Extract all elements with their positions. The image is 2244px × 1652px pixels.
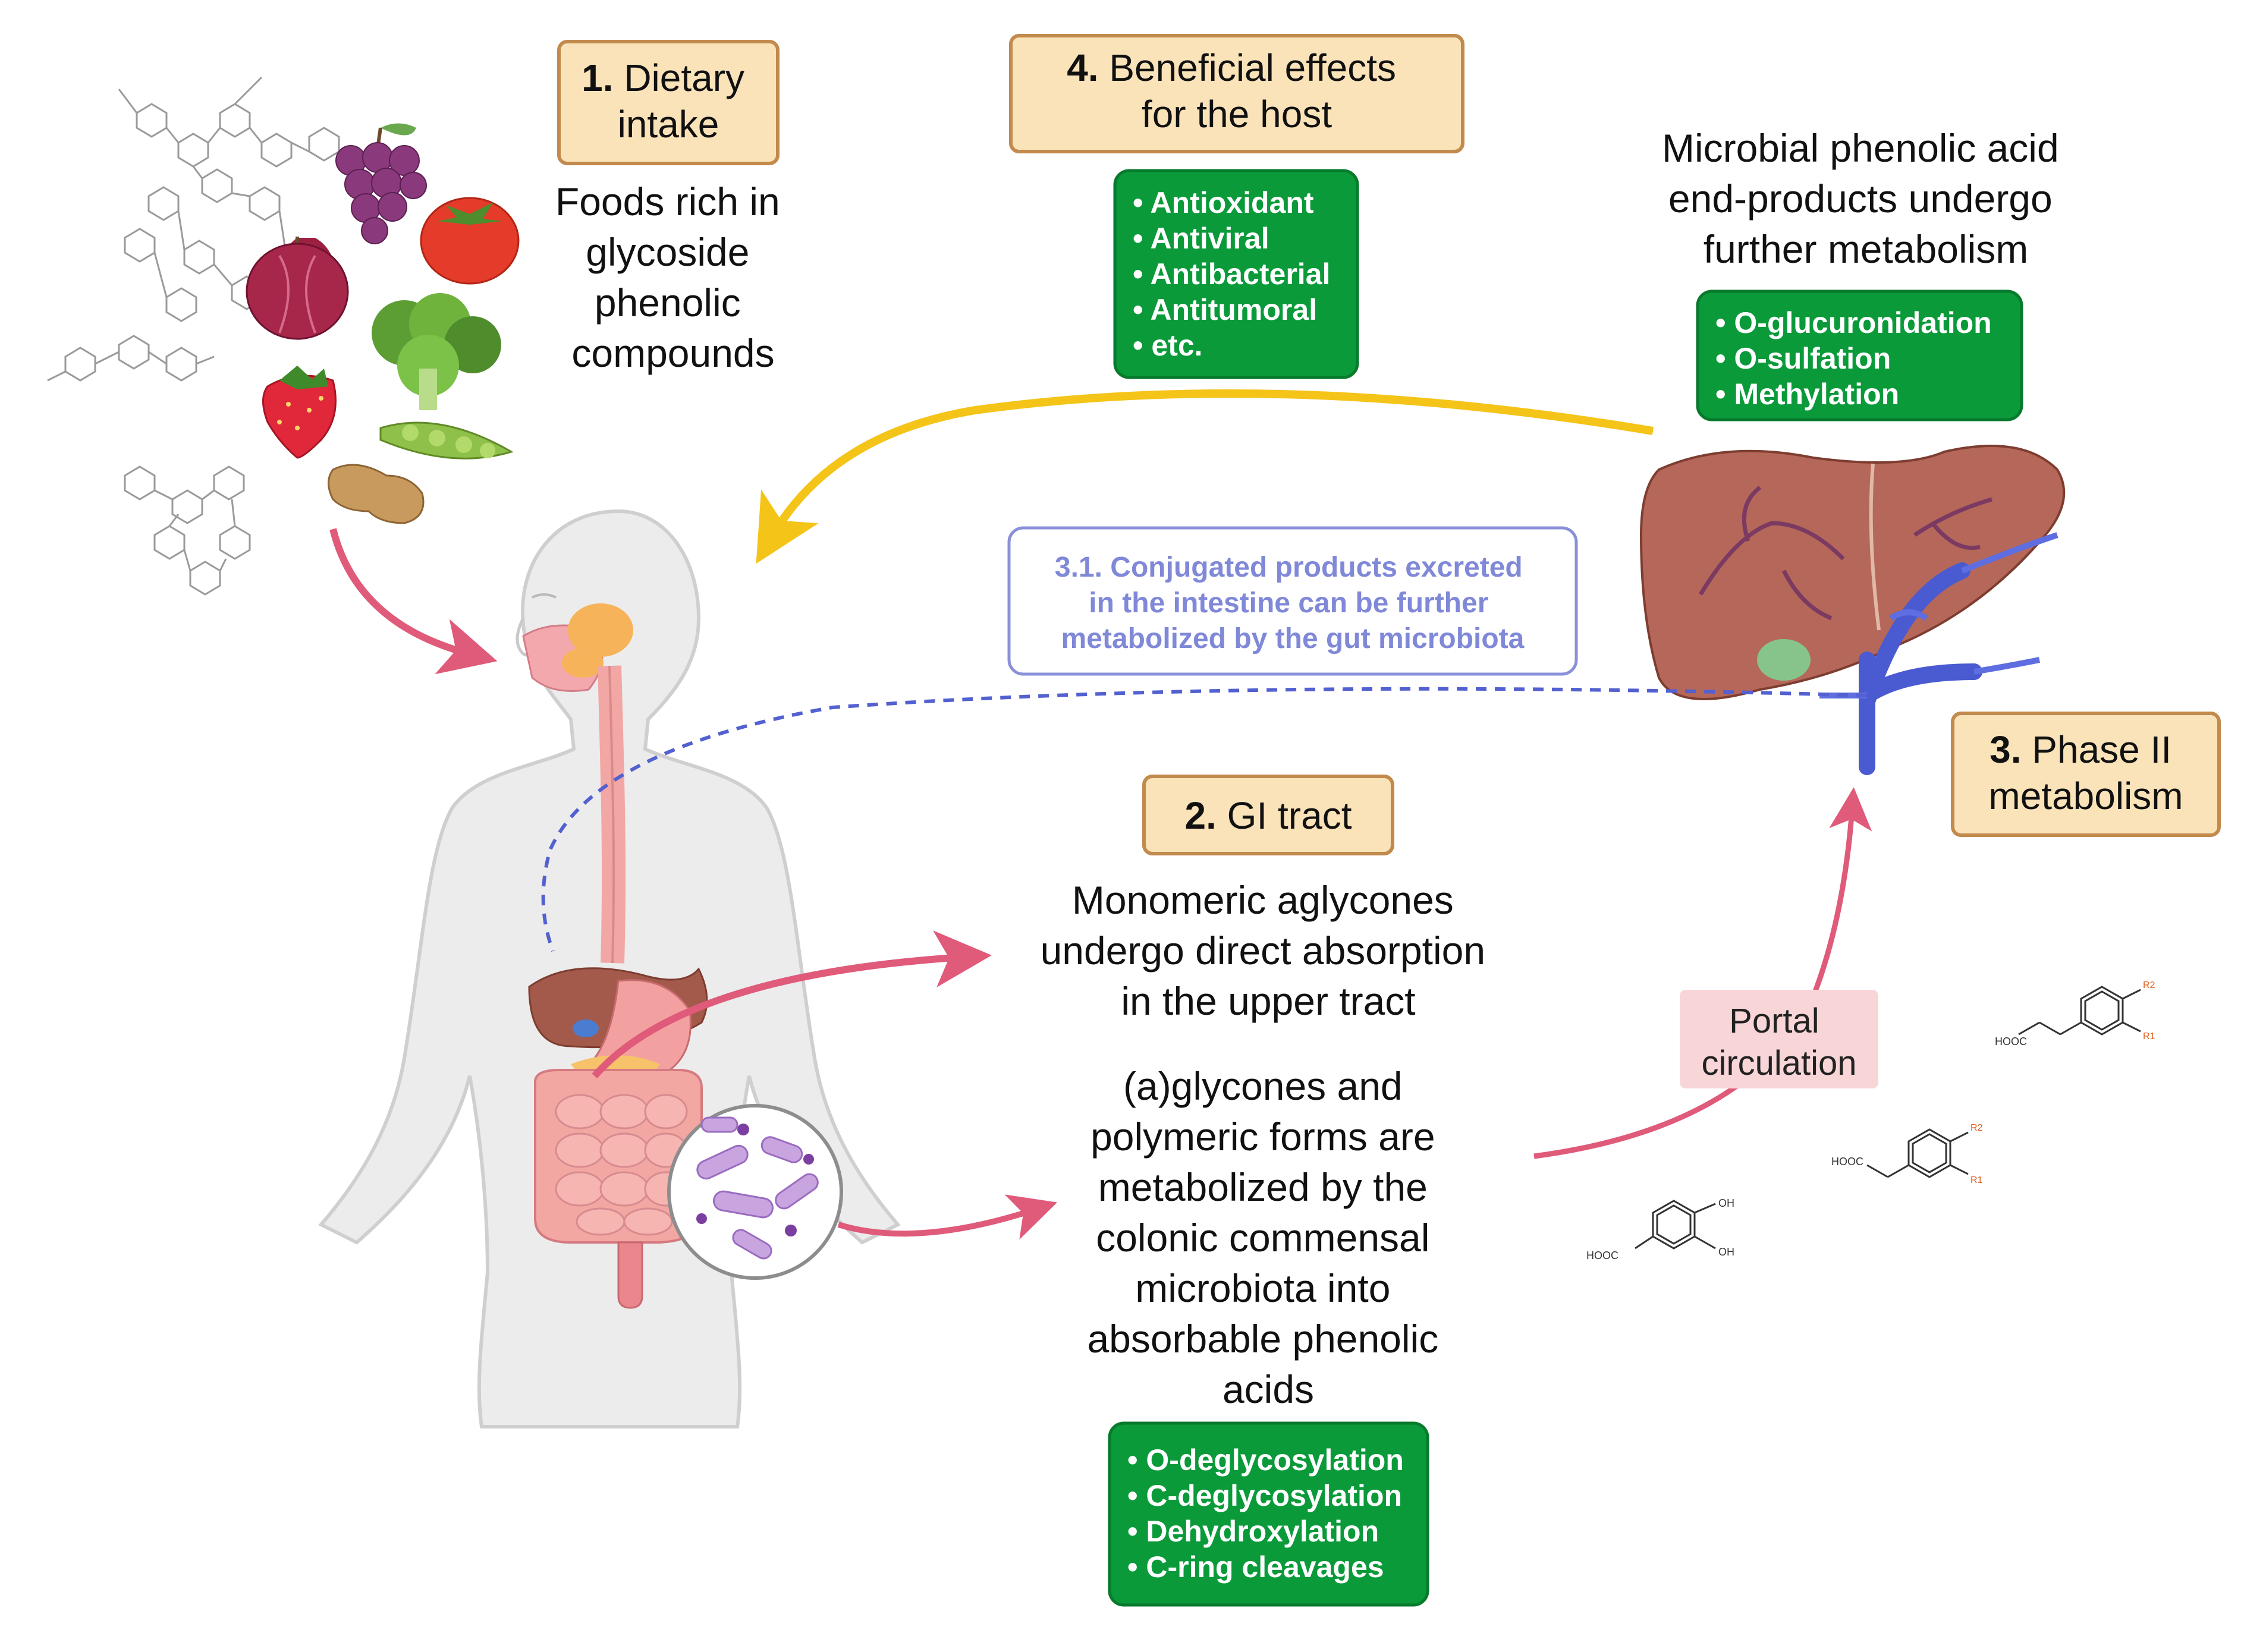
step3-title: 3. Phase II metabolism	[1988, 728, 2183, 817]
phase2-reactions-list: • O-glucuronidation • O-sulfation • Meth…	[1696, 290, 2023, 421]
phenolic-acid-structure-1	[2018, 986, 2141, 1036]
step4-box: 4. Beneficial effects for the host	[1009, 34, 1464, 153]
hooc-label-1: HOOC	[1995, 1036, 2027, 1047]
aglycones-description: (a)glycones and polymeric forms are meta…	[1087, 1064, 1449, 1411]
arrow-colon	[837, 1194, 1058, 1240]
conjugated-box: 3.1. Conjugated products excreted in the…	[1007, 526, 1578, 676]
beneficial-effects-list: • Antioxidant • Antiviral • Antibacteria…	[1113, 169, 1359, 379]
peanut-icon	[328, 464, 425, 524]
phenolic-acid-structure-3	[1635, 1200, 1716, 1250]
strawberry-icon	[262, 366, 337, 459]
microbial-description: Microbial phenolic acid end-products und…	[1662, 126, 2070, 271]
grapes-icon	[335, 123, 427, 244]
svg-text:Portal circulation: Portal circulation	[1701, 1002, 1856, 1083]
bacteria-icon	[667, 1104, 843, 1280]
arrow-beneficial	[756, 389, 1654, 564]
phenolic-acid-structure-2	[1866, 1128, 1969, 1178]
gi-reactions-list: • O-deglycosylation • C-deglycosylation …	[1108, 1421, 1429, 1607]
arrow-portal	[1533, 787, 1872, 1159]
onion-icon	[246, 237, 349, 340]
step4-title: 4. Beneficial effects for the host	[1067, 46, 1407, 136]
oh-label-1: OH	[1718, 1197, 1734, 1209]
portal-circulation-label: Portal circulation	[1680, 990, 1878, 1088]
monomeric-description: Monomeric aglycones undergo direct absor…	[1041, 878, 1497, 1023]
liver-icon	[1639, 445, 2066, 775]
human-body-icon	[318, 509, 901, 1428]
dashed-excretion-path	[541, 687, 1868, 952]
step3-box: 3. Phase II metabolism	[1951, 712, 2221, 837]
r2-label-2: R2	[1970, 1123, 1983, 1133]
pea-pod-icon	[379, 421, 514, 460]
r1-label-2: R1	[1970, 1175, 1983, 1185]
r2-label-1: R2	[2143, 980, 2155, 990]
tomato-icon	[420, 197, 520, 285]
arrow-upper-tract	[592, 930, 992, 1078]
foods-description: Foods rich in glycoside phenolic compoun…	[555, 180, 791, 375]
r1-label-1: R1	[2143, 1031, 2155, 1041]
hooc-label-3: HOOC	[1586, 1250, 1618, 1261]
svg-text:• O-glucuronidation • O-: • O-glucuronidation • O-sulfation • Meth…	[1715, 306, 2000, 411]
conjugated-text: 3.1. Conjugated products excreted in the…	[1055, 552, 1530, 654]
step1-title: 1. Dietary intake	[582, 56, 755, 146]
svg-text:• O-deglycosylation • C-: • O-deglycosylation • C-deglycosylation …	[1127, 1443, 1412, 1584]
hooc-label-2: HOOC	[1831, 1156, 1863, 1168]
svg-text:• Antioxidant • Antivira: • Antioxidant • Antiviral • Antibacteria…	[1133, 186, 1338, 362]
oh-label-2: OH	[1718, 1246, 1734, 1258]
step1-box: 1. Dietary intake	[557, 40, 780, 165]
lettuce-icon	[372, 293, 501, 410]
step2-title: 2. GI tract	[1185, 794, 1352, 837]
arrow-food-to-mouth	[329, 528, 498, 675]
step2-box: 2. GI tract	[1142, 775, 1394, 855]
